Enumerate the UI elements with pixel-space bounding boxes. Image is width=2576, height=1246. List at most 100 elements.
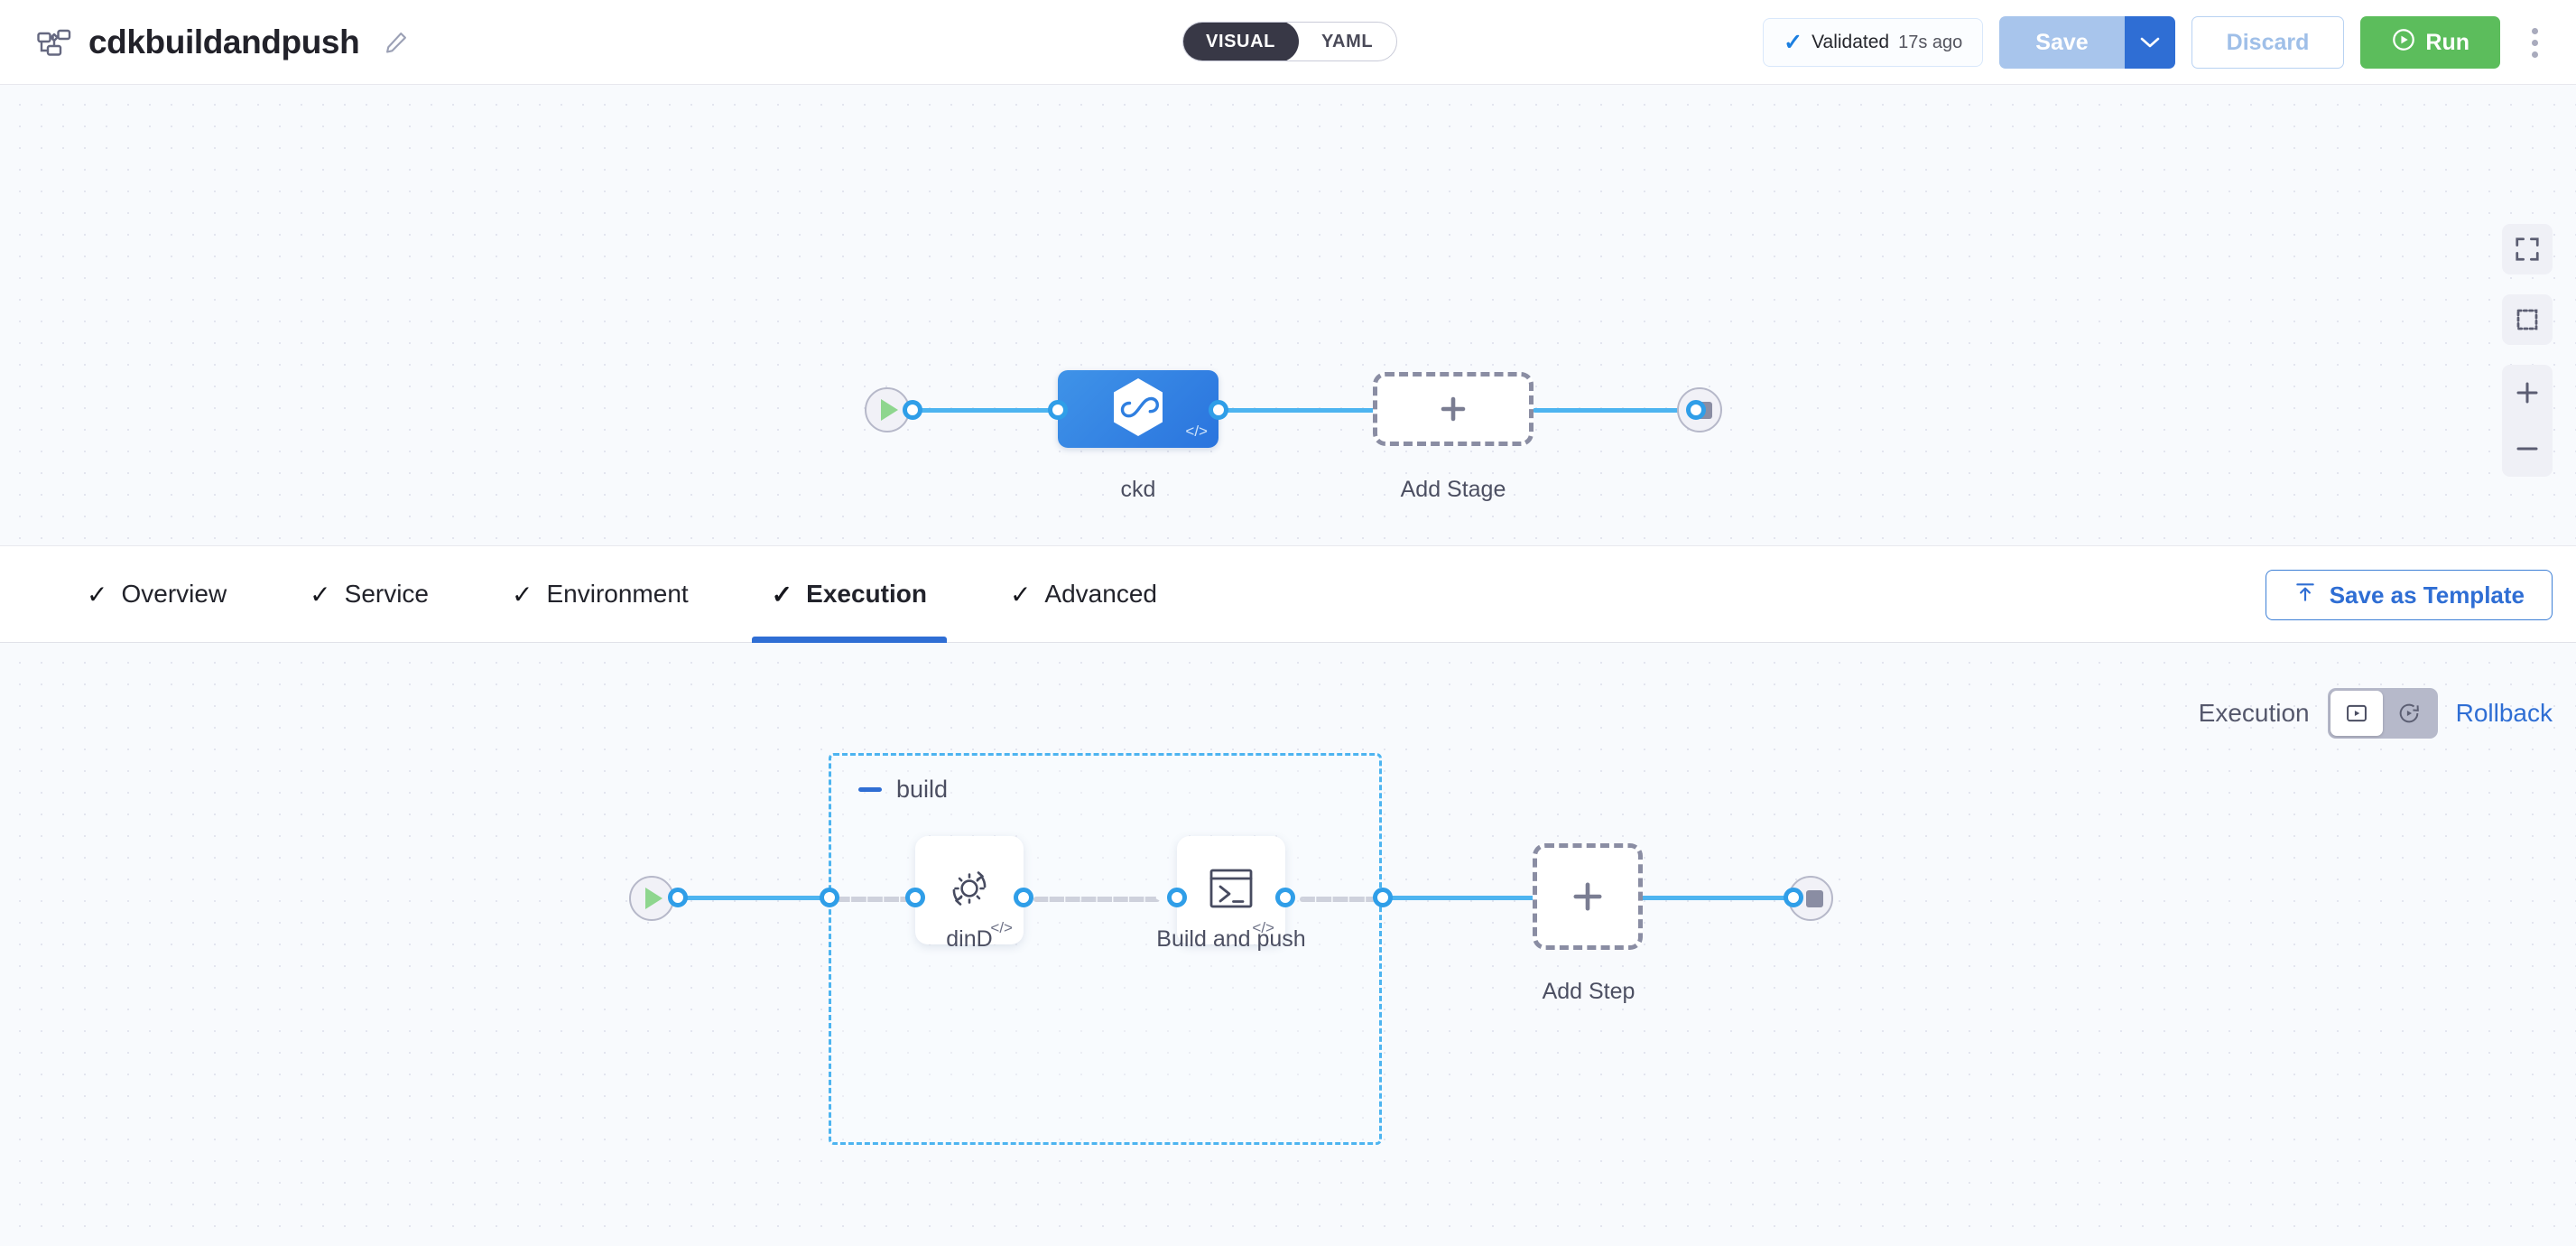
step-node-dind[interactable]: </> xyxy=(915,836,1024,944)
add-step-label: Add Step xyxy=(1542,979,1635,1004)
exec-rollback-segmented-control[interactable] xyxy=(2327,688,2438,739)
tab-environment[interactable]: ✓ Environment xyxy=(470,546,730,643)
minus-icon[interactable] xyxy=(858,787,882,792)
step-label-build-and-push: Build and push xyxy=(1156,926,1306,952)
save-button[interactable]: Save xyxy=(1999,16,2125,69)
port-ckd-in[interactable] xyxy=(1048,400,1068,420)
code-badge: </> xyxy=(1252,919,1274,936)
edge-group-to-addstep xyxy=(1383,896,1536,900)
add-step-button[interactable] xyxy=(1533,843,1643,950)
marquee-select-icon[interactable] xyxy=(2502,294,2553,345)
check-icon: ✓ xyxy=(1009,580,1032,609)
header-left: cdkbuildandpush xyxy=(0,23,412,61)
stage-group-build[interactable]: build xyxy=(829,753,1382,1145)
validated-label: Validated xyxy=(1812,32,1890,52)
port-start-out[interactable] xyxy=(903,400,922,420)
plus-icon xyxy=(1573,882,1602,911)
edge-buildpush-to-group-out xyxy=(1300,897,1381,902)
plus-icon xyxy=(1441,396,1466,422)
port-dind-in[interactable] xyxy=(905,888,925,907)
port-dind-out[interactable] xyxy=(1014,888,1033,907)
stage-node-ckd[interactable]: </> xyxy=(1058,370,1219,448)
check-icon: ✓ xyxy=(87,580,108,609)
check-icon: ✓ xyxy=(1784,29,1803,55)
save-as-template-button[interactable]: Save as Template xyxy=(2265,570,2553,620)
pipeline-start-node[interactable] xyxy=(865,387,910,432)
upload-icon xyxy=(2293,581,2317,610)
stage-canvas[interactable]: </> ckd Add Stage xyxy=(0,85,2576,546)
save-as-template-label: Save as Template xyxy=(2329,581,2525,609)
tab-label: Execution xyxy=(806,580,927,608)
execution-start-node[interactable] xyxy=(629,876,674,921)
tab-advanced[interactable]: ✓ Advanced xyxy=(968,546,1199,643)
header-actions: ✓ Validated 17s ago Save Discard Run xyxy=(1763,0,2553,85)
port-group-in[interactable] xyxy=(820,888,839,907)
mode-yaml[interactable]: YAML xyxy=(1320,31,1374,51)
edge-start-to-ckd xyxy=(912,408,1061,413)
play-circle-icon xyxy=(2391,27,2416,59)
execution-canvas[interactable]: build xyxy=(0,643,2576,1246)
step-label-dind: dinD xyxy=(946,926,993,952)
run-label: Run xyxy=(2425,29,2469,55)
canvas-tool-rail xyxy=(2502,224,2553,477)
edge-group-in-to-dind xyxy=(835,897,923,902)
more-vertical-icon[interactable] xyxy=(2516,16,2553,69)
port-exec-end-in[interactable] xyxy=(1784,888,1803,907)
code-badge: </> xyxy=(990,919,1013,936)
pipeline-graph-icon xyxy=(36,24,72,60)
tab-service[interactable]: ✓ Service xyxy=(268,546,470,643)
mode-visual[interactable]: VISUAL xyxy=(1183,23,1299,60)
edge-addstep-to-end xyxy=(1638,896,1801,900)
check-icon: ✓ xyxy=(512,580,533,609)
page-title: cdkbuildandpush xyxy=(88,23,360,60)
terminal-icon xyxy=(1203,860,1259,921)
execution-play-box-icon[interactable] xyxy=(2330,691,2383,736)
stage-label-ckd: ckd xyxy=(1120,477,1156,502)
tab-execution[interactable]: ✓ Execution xyxy=(730,546,968,643)
code-badge: </> xyxy=(1185,423,1208,440)
status-badge-validated: ✓ Validated 17s ago xyxy=(1763,18,1984,67)
rollback-circle-arrow-icon[interactable] xyxy=(2383,691,2435,736)
execution-label: Execution xyxy=(2198,699,2310,727)
zoom-out-button[interactable] xyxy=(2502,421,2553,477)
port-buildpush-out[interactable] xyxy=(1275,888,1295,907)
port-end-in[interactable] xyxy=(1686,400,1706,420)
edge-addstage-to-end xyxy=(1533,408,1695,413)
port-buildpush-in[interactable] xyxy=(1167,888,1187,907)
stop-icon xyxy=(1805,889,1823,907)
add-stage-label: Add Stage xyxy=(1400,477,1506,502)
config-tabbar: ✓ Overview ✓ Service ✓ Environment ✓ Exe… xyxy=(0,546,2576,643)
pencil-icon[interactable] xyxy=(381,27,412,58)
check-icon: ✓ xyxy=(310,580,331,609)
discard-button[interactable]: Discard xyxy=(2191,16,2345,69)
harness-infinity-icon xyxy=(1110,377,1166,442)
app-header: cdkbuildandpush VISUAL YAML ✓ Validated … xyxy=(0,0,2576,85)
tab-label: Advanced xyxy=(1044,580,1157,608)
tab-label: Environment xyxy=(546,580,689,608)
stage-group-header[interactable]: build xyxy=(858,776,948,804)
validated-time: 17s ago xyxy=(1898,32,1963,52)
view-mode-toggle[interactable]: VISUAL YAML xyxy=(1182,22,1398,61)
add-stage-button[interactable] xyxy=(1373,372,1534,446)
tab-list: ✓ Overview ✓ Service ✓ Environment ✓ Exe… xyxy=(0,546,1199,643)
run-button[interactable]: Run xyxy=(2360,16,2500,69)
edge-dind-to-buildpush xyxy=(1033,897,1160,902)
check-icon: ✓ xyxy=(771,580,793,609)
save-button-group[interactable]: Save xyxy=(1999,16,2175,69)
tab-label: Overview xyxy=(121,580,227,608)
zoom-in-button[interactable] xyxy=(2502,365,2553,421)
port-group-out[interactable] xyxy=(1373,888,1393,907)
tab-label: Service xyxy=(344,580,430,608)
gear-rotate-icon xyxy=(940,859,999,923)
play-icon xyxy=(880,399,898,421)
step-node-build-and-push[interactable]: </> xyxy=(1177,836,1285,944)
chevron-down-icon[interactable] xyxy=(2124,16,2175,69)
edge-start-to-group xyxy=(652,896,823,900)
zoom-controls xyxy=(2502,365,2553,477)
execution-rollback-switch: Execution Rollback xyxy=(2199,688,2553,739)
fullscreen-icon[interactable] xyxy=(2502,224,2553,274)
tab-overview[interactable]: ✓ Overview xyxy=(45,546,268,643)
port-ckd-out[interactable] xyxy=(1209,400,1228,420)
port-exec-start-out[interactable] xyxy=(668,888,688,907)
